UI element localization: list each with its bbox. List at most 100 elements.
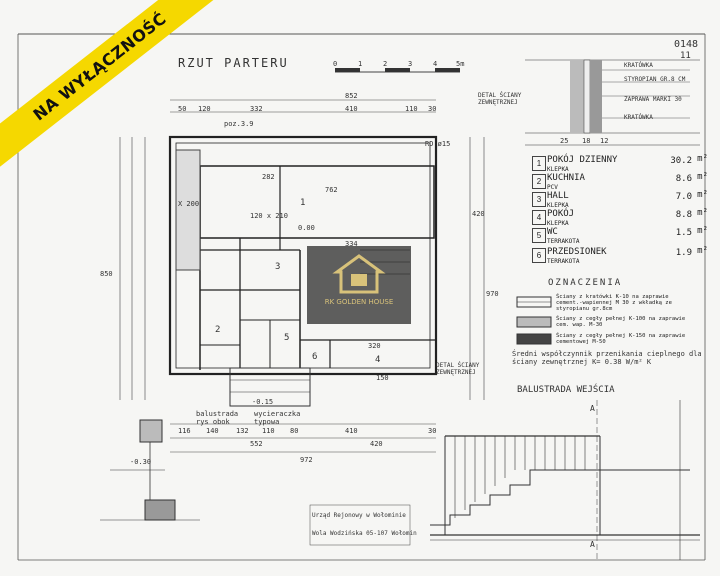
scale-label-2: 2 — [383, 60, 388, 68]
room-name: POKÓJ DZIENNY — [547, 155, 618, 165]
layer-3: KRATÓWKA — [624, 114, 653, 121]
room-area: 7.0 — [675, 192, 692, 202]
dim-bottom-6: 30 — [428, 427, 437, 435]
level-0: 0.00 — [298, 224, 315, 232]
level-1: -0.15 — [252, 398, 274, 406]
room-num: 6 — [532, 248, 546, 263]
room-finish: KLEPKA — [547, 220, 569, 227]
oznaczenia-item-2: Ściany z cegły pełnej K-100 na zaprawie … — [556, 316, 686, 328]
scale-label-4: 4 — [433, 60, 438, 68]
room-finish: KLEPKA — [547, 166, 569, 173]
stamp-line-2: Wola Wodzińska 05-107 Wołomin — [312, 530, 417, 537]
dim-150: 150 — [376, 374, 389, 382]
room-area: 8.8 — [675, 210, 692, 220]
dim-334: 334 — [345, 240, 358, 248]
dim-bottom-1: 140 — [206, 427, 219, 435]
room-num: 2 — [532, 174, 546, 189]
wall-dim-2: 12 — [600, 137, 609, 145]
logo-text: RK GOLDEN HOUSE — [324, 298, 394, 306]
dim-282: 282 — [262, 173, 275, 181]
dim-850: 850 — [100, 270, 113, 278]
room-unit: m² — [697, 154, 708, 164]
entry-label-2: wycieraczka typowa — [254, 410, 301, 426]
section-mark-a-top: A — [590, 404, 595, 413]
room-area: 1.5 — [675, 228, 692, 238]
dim-bottom-3: 110 — [262, 427, 275, 435]
room-name: HALL — [547, 191, 569, 201]
plan-room-6: 6 — [312, 352, 318, 362]
room-area: 30.2 — [670, 156, 692, 166]
dim-420-right: 420 — [472, 210, 485, 218]
dim-top-0: 50 — [178, 105, 187, 113]
sheet-sub: 11 — [680, 51, 691, 61]
dim-top-2: 332 — [250, 105, 263, 113]
dim-552: 552 — [250, 440, 263, 448]
dim-970: 970 — [486, 290, 499, 298]
scale-label-1: 1 — [358, 60, 363, 68]
room-area: 8.6 — [675, 174, 692, 184]
scale-label-5: 5m — [456, 60, 465, 68]
house-walls — [168, 135, 438, 407]
detail-label-plan: DETAL ŚCIANY ZEWNĘTRZNEJ — [436, 362, 480, 376]
detail-label: DETAL ŚCIANY ZEWNĘTRZNEJ — [478, 92, 522, 106]
room-num: 3 — [532, 192, 546, 207]
label-x200: X 200 — [178, 200, 200, 208]
room-num: 1 — [532, 156, 546, 171]
room-row-2: 2 KUCHNIA PCV 8.6 m² — [532, 172, 708, 192]
dim-bottom-4: 80 — [290, 427, 299, 435]
dim-320: 320 — [368, 342, 381, 350]
room-name: WC — [547, 227, 558, 237]
room-row-6: 6 PRZEDSIONEK TERRAKOTA 1.9 m² — [532, 246, 708, 266]
plan-room-2: 2 — [215, 325, 221, 335]
plan-title: RZUT PARTERU — [178, 56, 289, 70]
layer-1: STYROPIAN GR.8 CM — [624, 76, 686, 83]
plan-room-3: 3 — [275, 262, 281, 272]
oznaczenia-item-3: Ściany z cegły pełnej K-150 na zaprawie … — [556, 333, 686, 345]
room-finish: TERRAKOTA — [547, 238, 580, 245]
room-unit: m² — [697, 190, 708, 200]
scale-bar — [335, 68, 460, 73]
room-name: KUCHNIA — [547, 173, 585, 183]
house-logo-icon — [332, 254, 386, 294]
scale-label-3: 3 — [408, 60, 413, 68]
wall-detail — [525, 59, 700, 146]
balustrade-title: BALUSTRADA WEJŚCIA — [517, 385, 615, 395]
step-detail — [100, 419, 200, 521]
room-unit: m² — [697, 246, 708, 256]
dim-top-5: 30 — [428, 105, 437, 113]
dim-420: 420 — [370, 440, 383, 448]
room-unit: m² — [697, 226, 708, 236]
label-x210: 120 x 210 — [250, 212, 288, 220]
room-name: PRZEDSIONEK — [547, 247, 607, 257]
dim-top-total: 852 — [345, 92, 358, 100]
room-finish: TERRAKOTA — [547, 258, 580, 265]
wall-dim-0: 25 — [560, 137, 569, 145]
room-finish: PCV — [547, 184, 558, 191]
plan-room-1: 1 — [300, 198, 306, 208]
room-unit: m² — [697, 208, 708, 218]
room-row-4: 4 POKÓJ KLEPKA 8.8 m² — [532, 208, 708, 228]
layer-0: KRATÓWKA — [624, 62, 653, 69]
scale-label-0: 0 — [333, 60, 338, 68]
dim-bottom-2: 132 — [236, 427, 249, 435]
heat-coefficient: Średni współczynnik przenikania cieplneg… — [512, 350, 702, 366]
room-finish: KLEPKA — [547, 202, 569, 209]
dim-bottom-5: 410 — [345, 427, 358, 435]
dimension-lines — [119, 99, 485, 453]
plan-room-5: 5 — [284, 333, 290, 343]
approval-stamp — [309, 504, 411, 546]
plan-room-4: 4 — [375, 355, 381, 365]
dim-bottom-0: 116 — [178, 427, 191, 435]
legend-swatches — [516, 296, 552, 345]
balustrade-drawing — [430, 400, 700, 560]
section-rd: RD ø15 — [425, 140, 451, 148]
room-num: 5 — [532, 228, 546, 243]
sheet-number: 0148 — [674, 39, 699, 50]
oznaczenia-item-1: Ściany z kratówki K-10 na zaprawie cemen… — [556, 294, 672, 312]
section-mark-a-bottom: A — [590, 540, 595, 549]
watermark-logo: RK GOLDEN HOUSE — [307, 246, 411, 324]
room-row-1: 1 POKÓJ DZIENNY KLEPKA 30.2 m² — [532, 154, 708, 174]
room-row-3: 3 HALL KLEPKA 7.0 m² — [532, 190, 708, 210]
dim-top-4: 110 — [405, 105, 418, 113]
